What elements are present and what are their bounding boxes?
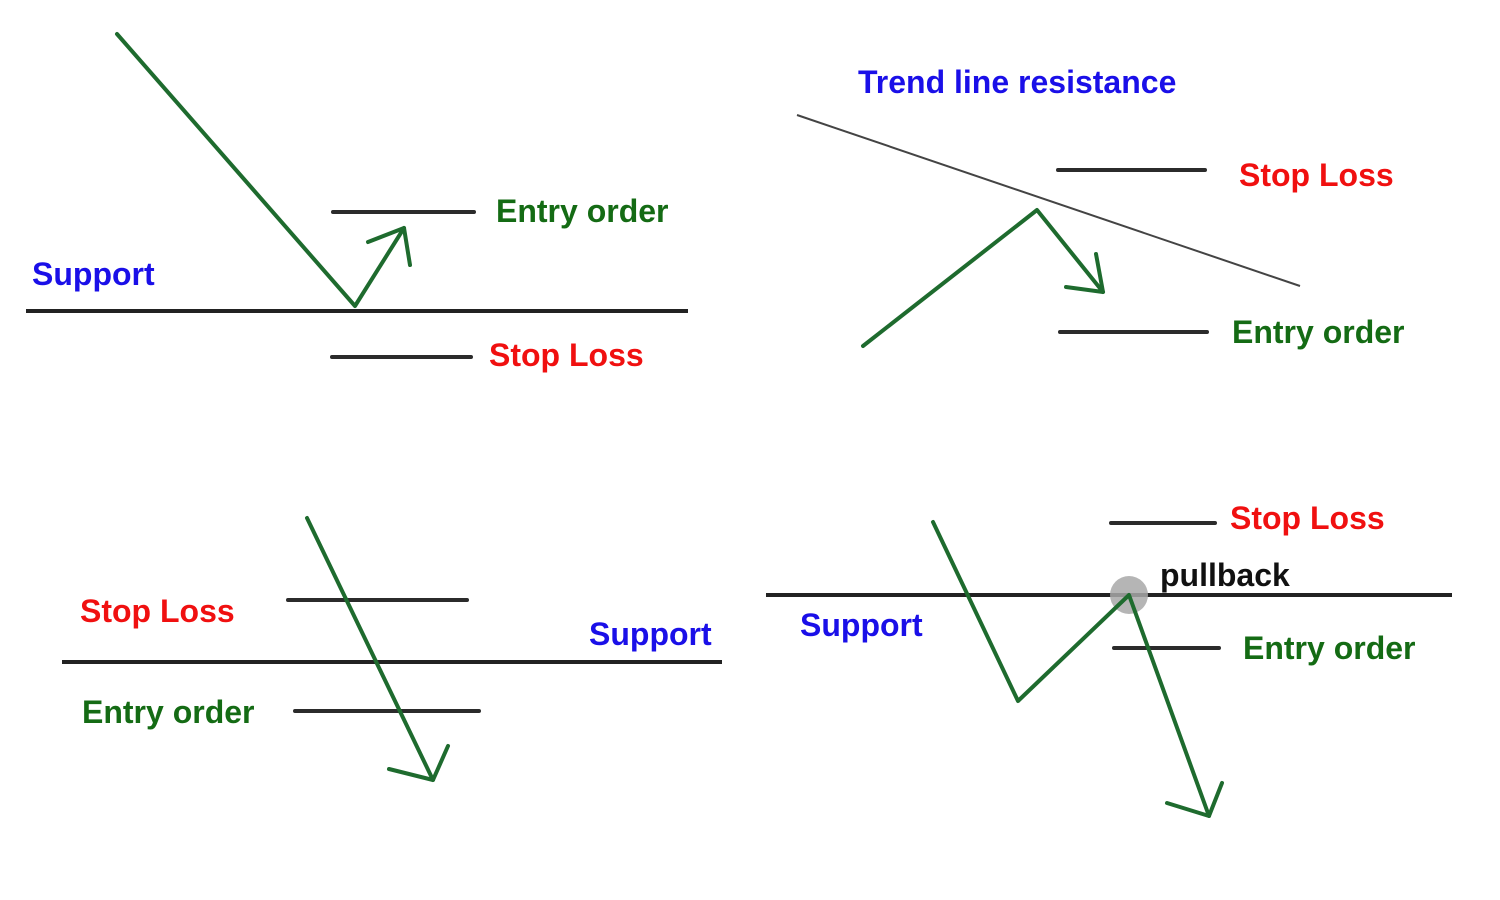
stop-loss-label: Stop Loss bbox=[489, 337, 644, 373]
entry-order-label: Entry order bbox=[1232, 314, 1404, 350]
stop-loss-label: Stop Loss bbox=[1230, 500, 1385, 536]
panel-bottom-right: Stop Loss pullback Support Entry order bbox=[766, 500, 1452, 818]
price-path bbox=[861, 208, 1105, 348]
arrow-down-icon bbox=[1064, 252, 1105, 294]
price-path bbox=[115, 32, 406, 308]
support-label: Support bbox=[800, 607, 923, 643]
stop-loss-label: Stop Loss bbox=[1239, 157, 1394, 193]
entry-order-label: Entry order bbox=[496, 193, 668, 229]
panel-bottom-left: Stop Loss Support Entry order bbox=[62, 516, 722, 782]
arrow-up-icon bbox=[366, 226, 412, 267]
trend-line-resistance-title: Trend line resistance bbox=[858, 64, 1176, 100]
arrow-down-icon bbox=[387, 744, 450, 782]
price-path bbox=[305, 516, 435, 782]
entry-order-label: Entry order bbox=[1243, 630, 1415, 666]
price-path bbox=[931, 520, 1211, 818]
support-label: Support bbox=[32, 256, 155, 292]
entry-order-label: Entry order bbox=[82, 694, 254, 730]
panel-top-left: Support Entry order Stop Loss bbox=[26, 32, 688, 373]
stop-loss-label: Stop Loss bbox=[80, 593, 235, 629]
panel-top-right: Trend line resistance Stop Loss Entry or… bbox=[796, 64, 1404, 350]
support-label: Support bbox=[589, 616, 712, 652]
pullback-label: pullback bbox=[1160, 557, 1290, 593]
trend-line bbox=[796, 114, 1301, 287]
arrow-down-icon bbox=[1165, 781, 1224, 818]
